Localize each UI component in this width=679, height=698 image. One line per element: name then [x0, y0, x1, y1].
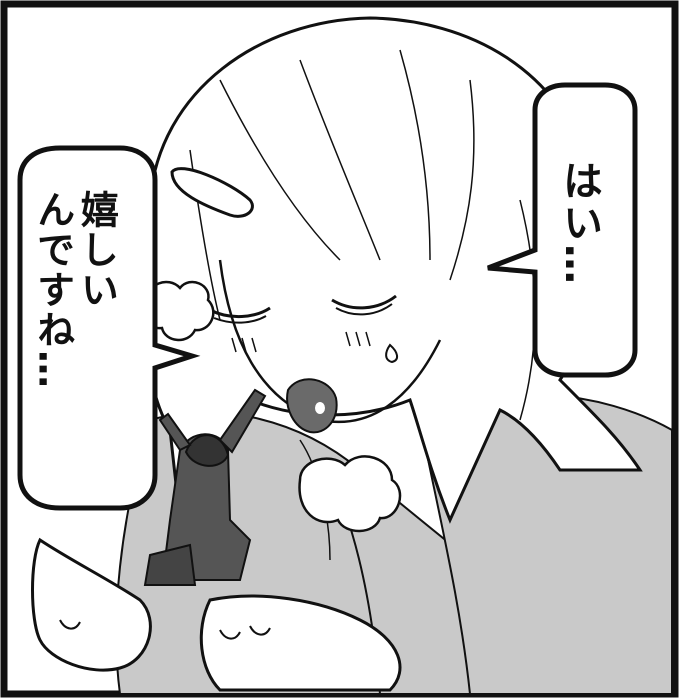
steam-puff-right — [298, 455, 402, 533]
girl-hands — [31, 537, 402, 692]
speech-bubble-right — [487, 82, 638, 378]
girl-face — [209, 259, 442, 424]
steam-puff-left — [144, 280, 215, 342]
speech-line: 嬉しい — [74, 190, 119, 310]
left-closed-eye — [209, 306, 271, 319]
blush-lines — [231, 331, 371, 353]
tiny-person — [143, 388, 267, 586]
speech-bubble-left-text: 嬉しい んですね… — [30, 190, 119, 470]
speech-bubble-left — [17, 145, 201, 511]
speech-bubble-right-text: はい… — [556, 160, 602, 286]
hair-clip — [170, 167, 254, 218]
sweat-drop — [385, 343, 398, 364]
tongue — [286, 378, 338, 434]
right-closed-eye — [331, 294, 397, 310]
speech-line: んですね… — [30, 190, 75, 390]
